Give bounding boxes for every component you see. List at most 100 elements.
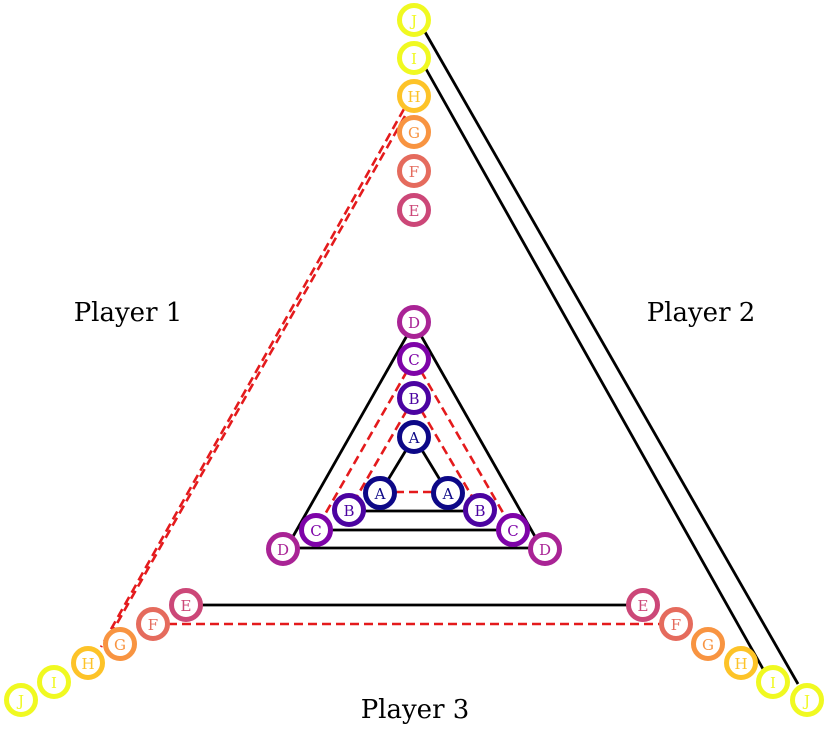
node-circle xyxy=(397,305,431,339)
node-right-i: I xyxy=(756,665,790,699)
node-circle xyxy=(71,646,105,680)
node-right-a: A xyxy=(431,476,465,510)
node-label: F xyxy=(148,616,158,634)
node-right-e: E xyxy=(626,588,660,622)
node-top-b: B xyxy=(397,381,431,415)
node-circle xyxy=(332,493,366,527)
node-circle xyxy=(299,513,333,547)
node-label: D xyxy=(539,541,551,559)
node-circle xyxy=(397,3,431,37)
node-left-a: A xyxy=(363,476,397,510)
node-label: C xyxy=(310,522,321,540)
node-label: B xyxy=(474,502,485,520)
node-top-c: C xyxy=(397,342,431,376)
node-left-b: B xyxy=(332,493,366,527)
node-left-c: C xyxy=(299,513,333,547)
node-circle xyxy=(691,627,725,661)
player-3-label: Player 3 xyxy=(361,695,470,725)
node-label: I xyxy=(770,674,776,692)
edge-t-b-l-b-dashed xyxy=(347,397,416,511)
node-circle xyxy=(790,683,824,717)
node-circle xyxy=(659,607,693,641)
node-label: I xyxy=(411,50,417,68)
node-circle xyxy=(103,627,137,661)
node-right-g: G xyxy=(691,627,725,661)
edge-t-b-r-b-dashed xyxy=(412,397,482,511)
node-label: G xyxy=(408,124,420,142)
node-left-f: F xyxy=(136,607,170,641)
node-circle xyxy=(397,79,431,113)
node-top-h: H xyxy=(397,79,431,113)
node-circle xyxy=(169,588,203,622)
edge-t-i-r-i-solid xyxy=(424,68,765,670)
node-circle xyxy=(363,476,397,510)
node-label: H xyxy=(407,88,420,106)
node-label: C xyxy=(408,351,419,369)
edges-layer xyxy=(99,31,800,685)
node-label: E xyxy=(181,597,192,615)
node-label: G xyxy=(702,636,714,654)
node-label: H xyxy=(81,655,94,673)
node-label: J xyxy=(409,12,417,30)
node-label: E xyxy=(638,597,649,615)
node-label: A xyxy=(374,485,386,503)
edge-t-j-r-j-solid xyxy=(423,31,800,685)
node-label: F xyxy=(671,616,681,634)
node-circle xyxy=(4,683,38,717)
node-top-a: A xyxy=(397,420,431,454)
node-top-j: J xyxy=(397,3,431,37)
node-top-i: I xyxy=(397,41,431,75)
node-circle xyxy=(626,588,660,622)
node-circle xyxy=(397,420,431,454)
node-circle xyxy=(496,513,530,547)
node-left-j: J xyxy=(4,683,38,717)
node-circle xyxy=(724,646,758,680)
edge-t-g-l-g-dashed xyxy=(109,115,407,635)
node-right-j: J xyxy=(790,683,824,717)
node-label: H xyxy=(734,655,747,673)
node-circle xyxy=(397,115,431,149)
node-label: B xyxy=(408,390,419,408)
node-top-f: F xyxy=(397,154,431,188)
node-right-h: H xyxy=(724,646,758,680)
node-left-e: E xyxy=(169,588,203,622)
node-label: J xyxy=(16,692,24,710)
node-circle xyxy=(397,381,431,415)
node-circle xyxy=(397,41,431,75)
node-circle xyxy=(136,607,170,641)
node-left-i: I xyxy=(37,665,71,699)
node-circle xyxy=(37,665,71,699)
node-circle xyxy=(463,493,497,527)
node-label: F xyxy=(409,163,419,181)
player-1-label: Player 1 xyxy=(74,298,183,328)
node-circle xyxy=(266,532,300,566)
node-circle xyxy=(397,193,431,227)
node-left-d: D xyxy=(266,532,300,566)
node-right-c: C xyxy=(496,513,530,547)
node-left-g: G xyxy=(103,627,137,661)
node-circle xyxy=(397,154,431,188)
node-circle xyxy=(431,476,465,510)
node-right-d: D xyxy=(528,532,562,566)
node-top-g: G xyxy=(397,115,431,149)
node-top-d: D xyxy=(397,305,431,339)
player-2-label: Player 2 xyxy=(647,298,756,328)
node-circle xyxy=(397,342,431,376)
node-label: C xyxy=(507,522,518,540)
node-left-h: H xyxy=(71,646,105,680)
edge-t-d-r-d-solid xyxy=(417,331,539,541)
edge-t-c-l-c-dashed xyxy=(314,358,416,531)
node-label: D xyxy=(408,314,420,332)
edge-t-c-r-c-dashed xyxy=(412,358,515,531)
node-top-e: E xyxy=(397,193,431,227)
node-label: A xyxy=(408,429,420,447)
node-label: D xyxy=(277,541,289,559)
node-right-f: F xyxy=(659,607,693,641)
node-label: E xyxy=(409,202,420,220)
node-label: J xyxy=(802,692,810,710)
node-right-b: B xyxy=(463,493,497,527)
node-label: B xyxy=(343,502,354,520)
node-label: A xyxy=(442,485,454,503)
